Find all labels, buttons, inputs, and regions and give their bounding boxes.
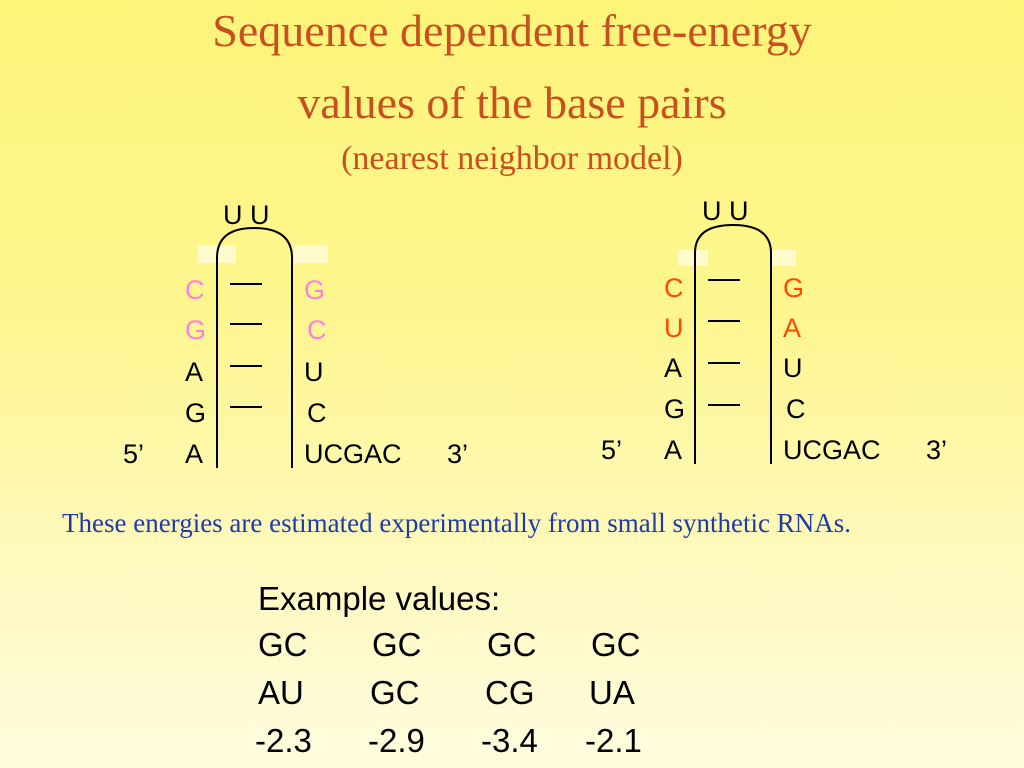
hairpin-right-base-5: A bbox=[664, 435, 683, 465]
example-bottom-pair-4: UA bbox=[589, 674, 635, 711]
example-top-pair-4: GC bbox=[591, 626, 641, 663]
example-top-pair-2: GC bbox=[372, 626, 422, 663]
hairpin-left-base-5: A bbox=[185, 439, 204, 469]
hairpin-left-partner-4: C bbox=[307, 398, 327, 428]
example-value-4: -2.1 bbox=[585, 722, 642, 759]
example-values-heading: Example values: bbox=[258, 580, 501, 617]
example-bottom-pair-3: CG bbox=[485, 674, 535, 711]
example-value-1: -2.3 bbox=[255, 722, 312, 759]
hairpin-right-base-3: A bbox=[664, 353, 683, 383]
hairpin-left-base-4: G bbox=[185, 398, 207, 428]
hairpin-left-loop: U U bbox=[223, 200, 270, 230]
example-top-pair-3: GC bbox=[487, 626, 537, 663]
hairpin-right-base-4: G bbox=[664, 394, 686, 424]
hairpin-right-loop: U U bbox=[702, 196, 749, 226]
example-value-3: -3.4 bbox=[481, 722, 538, 759]
example-bottom-pair-1: AU bbox=[258, 674, 304, 711]
hairpin-right-base-2: U bbox=[664, 313, 684, 343]
hairpin-left-partner-1: G bbox=[304, 275, 326, 305]
hairpin-right-pair-bond-1 bbox=[708, 279, 740, 281]
hairpin-right-pair-bond-4 bbox=[708, 404, 740, 406]
hairpin-left-highlight-right bbox=[294, 245, 328, 263]
hairpin-left-5-prime-label: 5’ bbox=[123, 439, 145, 469]
slide-subtitle: (nearest neighbor model) bbox=[341, 140, 683, 177]
hairpin-right-partner-3: U bbox=[783, 353, 803, 383]
example-top-pair-1: GC bbox=[258, 626, 308, 663]
hairpin-left-partner-3: U bbox=[304, 357, 324, 387]
hairpin-left-3-prime-label: 3’ bbox=[447, 439, 469, 469]
hairpin-right-base-1: C bbox=[664, 273, 684, 303]
slide-title-line-1: Sequence dependent free-energy bbox=[212, 5, 812, 56]
hairpin-left-base-3: A bbox=[185, 357, 204, 387]
hairpin-left-pair-bond-4 bbox=[230, 406, 262, 408]
hairpin-right-highlight-right bbox=[770, 250, 796, 266]
hairpin-left-loop-backbone bbox=[216, 226, 293, 468]
hairpin-right-partner-1: G bbox=[783, 273, 805, 303]
hairpin-right-partner-2: A bbox=[783, 313, 802, 343]
example-bottom-pair-2: GC bbox=[370, 674, 420, 711]
hairpin-left-base-2: G bbox=[185, 315, 207, 345]
hairpin-right-3-prime-label: 3’ bbox=[926, 435, 948, 465]
hairpin-left-tail: UCGAC bbox=[304, 439, 402, 469]
hairpin-left-base-1: C bbox=[185, 275, 205, 305]
hairpin-right-tail: UCGAC bbox=[783, 435, 881, 465]
slide-title-line-2: values of the base pairs bbox=[297, 77, 727, 128]
experimental-note: These energies are estimated experimenta… bbox=[62, 508, 852, 538]
hairpin-right-loop-backbone bbox=[694, 223, 772, 464]
hairpin-right-5-prime-label: 5’ bbox=[601, 435, 623, 465]
hairpin-right-highlight-left bbox=[678, 250, 708, 266]
hairpin-left-pair-bond-1 bbox=[230, 283, 262, 285]
hairpin-left-pair-bond-2 bbox=[230, 323, 262, 325]
hairpin-right-partner-4: C bbox=[786, 394, 806, 424]
hairpin-right-pair-bond-3 bbox=[708, 362, 740, 364]
example-value-2: -2.9 bbox=[368, 722, 425, 759]
hairpin-right-pair-bond-2 bbox=[708, 320, 740, 322]
hairpin-left-partner-2: C bbox=[307, 315, 327, 345]
hairpin-left-pair-bond-3 bbox=[230, 365, 262, 367]
